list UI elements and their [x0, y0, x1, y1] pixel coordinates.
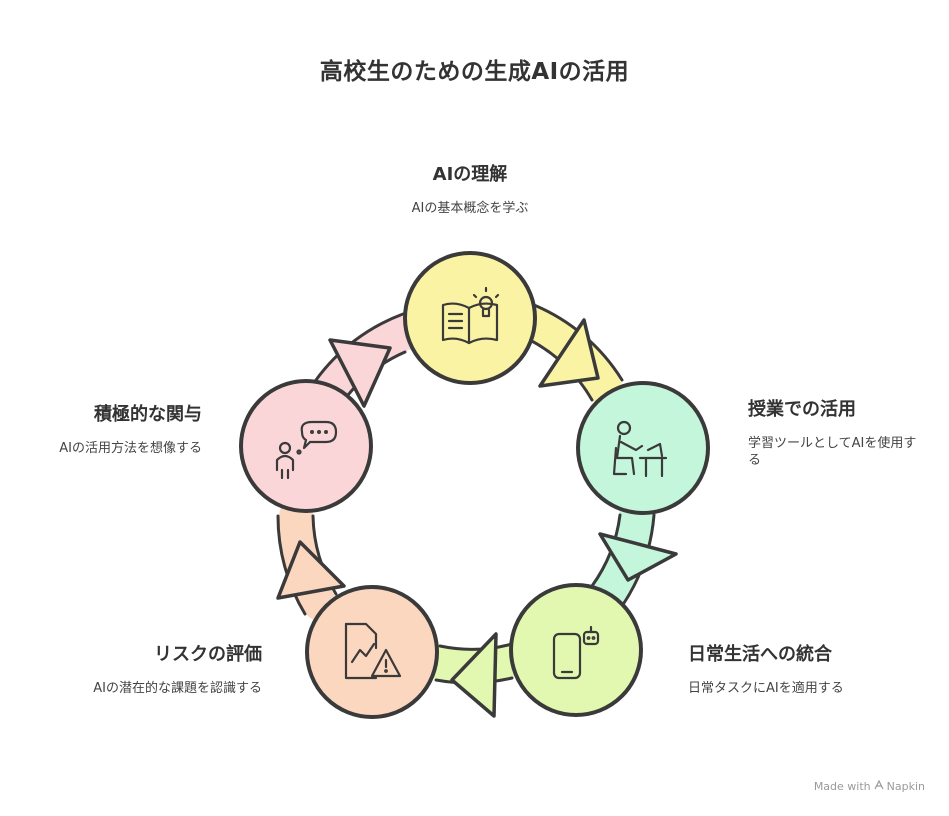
step-circle-risk — [305, 585, 439, 719]
made-with-text: Made with — [813, 780, 871, 793]
step-label-daily: 日常生活への統合 日常タスクにAIを適用する — [688, 640, 863, 697]
made-with-napkin[interactable]: Made with Napkin — [813, 779, 925, 793]
step-circle-classroom — [576, 381, 710, 515]
step-description: AIの基本概念を学ぶ — [411, 201, 529, 216]
arrow-daily-to-risk — [450, 632, 498, 718]
arrow-engage-to-understand — [328, 338, 392, 408]
step-description: AIの潜在的な課題を認識する — [93, 681, 262, 696]
step-description: 日常タスクにAIを適用する — [688, 681, 844, 696]
arrow-risk-to-engage — [276, 540, 346, 600]
step-circle-understand — [403, 251, 537, 385]
step-title: 日常生活への統合 — [688, 644, 832, 665]
book-lightbulb-icon — [441, 286, 500, 345]
phone-robot-icon — [552, 625, 600, 680]
chart-warning-icon — [344, 622, 402, 680]
cycle-arrows — [276, 318, 678, 718]
step-title: リスクの評価 — [154, 644, 262, 665]
step-description: 学習ツールとしてAIを使用する — [748, 436, 917, 468]
step-label-engage: 積極的な関与 AIの活用方法を想像する — [2, 400, 202, 457]
step-label-risk: リスクの評価 AIの潜在的な課題を認識する — [82, 640, 262, 697]
arrow-understand-to-classroom — [538, 318, 600, 388]
napkin-logo-icon — [874, 779, 884, 793]
step-title: 積極的な関与 — [94, 404, 202, 425]
step-description: AIの活用方法を想像する — [59, 441, 202, 456]
person-thought-icon — [275, 420, 338, 480]
step-label-classroom: 授業での活用 学習ツールとしてAIを使用する — [748, 395, 928, 469]
student-at-desk-icon — [612, 420, 668, 478]
step-circle-engage — [239, 379, 373, 513]
step-circle-daily — [509, 583, 643, 717]
arrow-classroom-to-daily — [598, 532, 678, 582]
napkin-brand: Napkin — [886, 780, 925, 793]
step-title: AIの理解 — [432, 164, 508, 185]
diagram-title: 高校生のための生成AIの活用 — [319, 59, 630, 85]
step-label-understand: AIの理解 AIの基本概念を学ぶ — [370, 160, 570, 217]
step-title: 授業での活用 — [748, 399, 856, 420]
